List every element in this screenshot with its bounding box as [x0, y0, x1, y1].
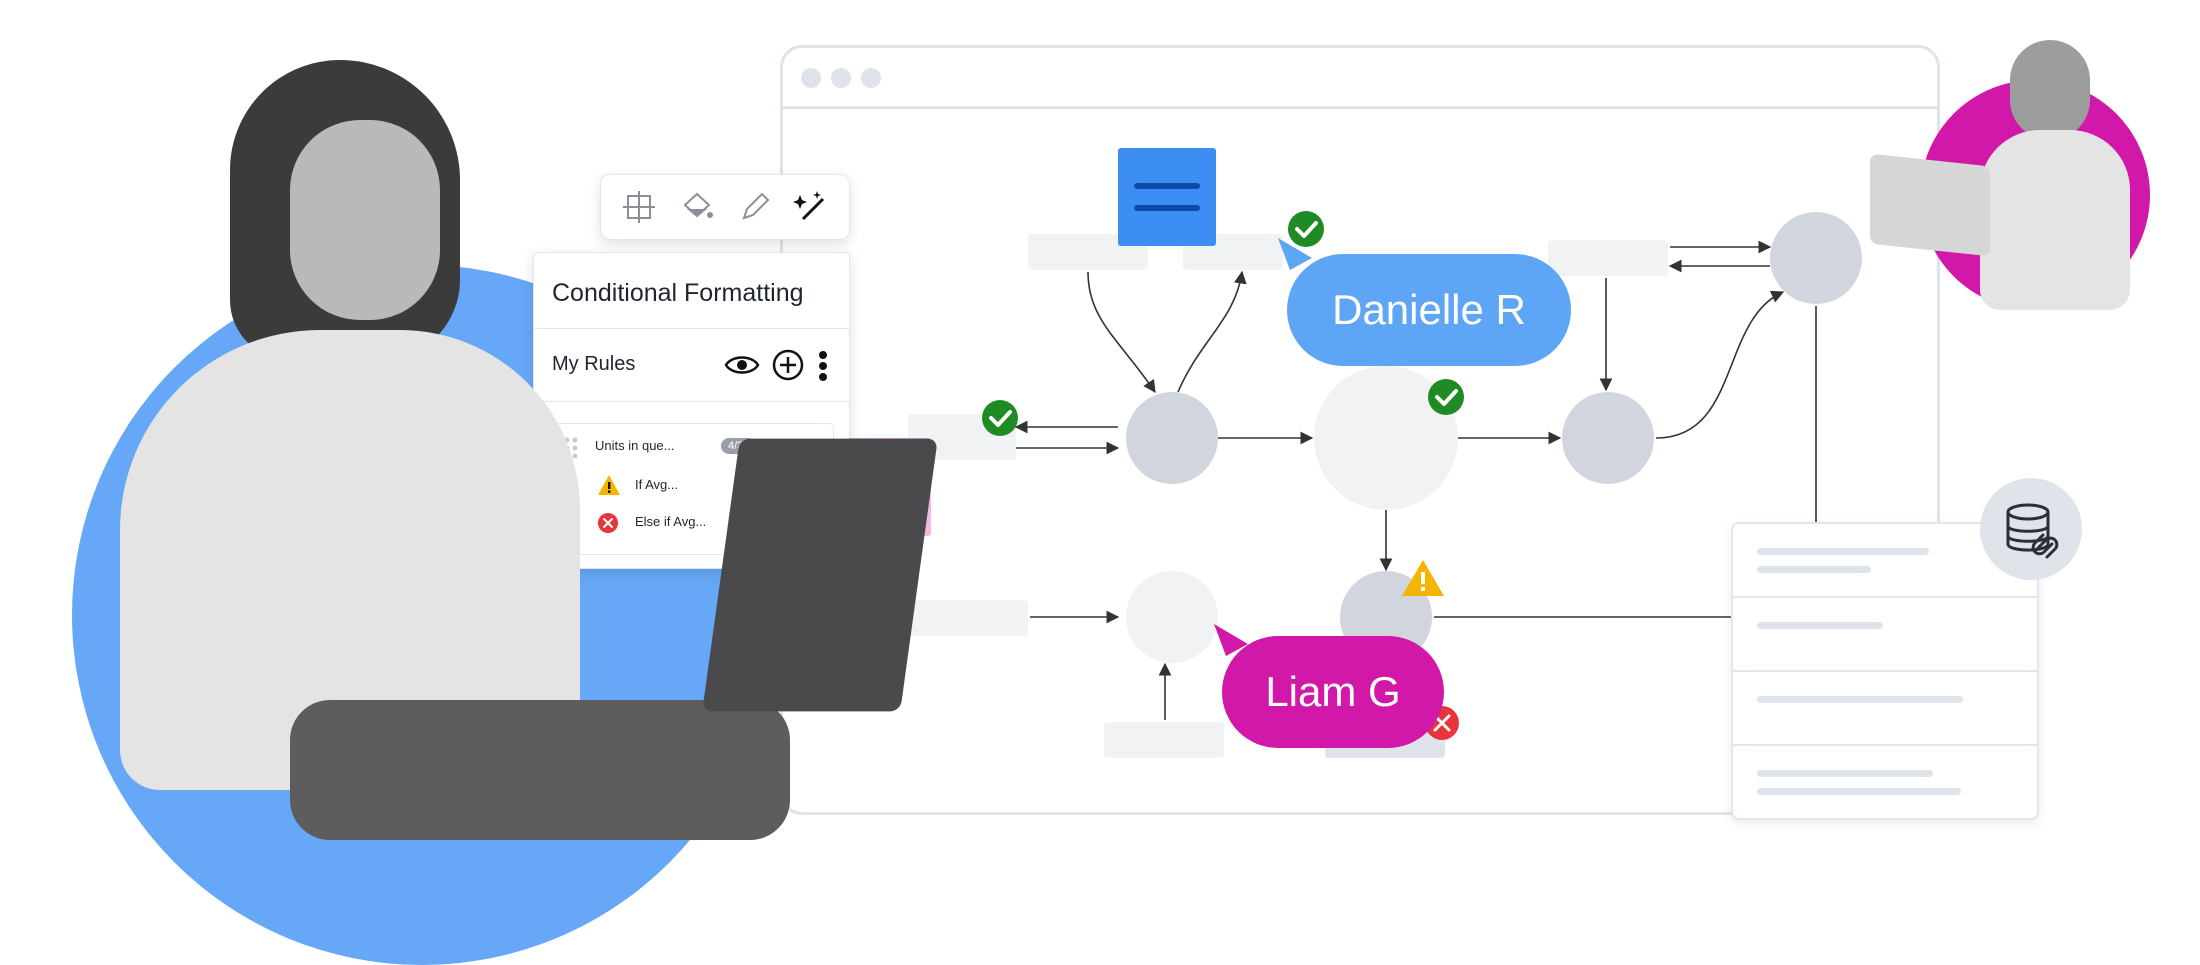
check-icon — [1428, 379, 1464, 415]
collaborator-name: Liam G — [1265, 668, 1401, 715]
formatting-toolbar — [600, 174, 850, 240]
diagram-node[interactable] — [1770, 212, 1862, 304]
divider — [534, 401, 849, 402]
eye-icon[interactable] — [724, 347, 760, 383]
placeholder-line — [1757, 622, 1883, 629]
list-item — [1733, 524, 2037, 598]
pencil-icon[interactable] — [735, 187, 775, 227]
my-rules-label: My Rules — [552, 353, 636, 375]
warning-icon — [1402, 560, 1444, 596]
panel-title: Conditional Formatting — [552, 279, 804, 307]
check-icon — [982, 400, 1018, 436]
placeholder-line — [1757, 548, 1929, 555]
sticky-note[interactable] — [1118, 148, 1216, 246]
add-rule-icon[interactable] — [771, 348, 805, 382]
database-link-button[interactable] — [1980, 478, 2082, 580]
window-dot — [831, 68, 851, 88]
placeholder-line — [1757, 696, 1963, 703]
collaborator-pill-danielle: Danielle R — [1287, 254, 1571, 366]
laptop-icon — [702, 438, 938, 712]
condition-label: Else if Avg... — [635, 514, 707, 529]
fill-bucket-icon[interactable] — [677, 187, 717, 227]
more-options-icon[interactable] — [817, 349, 829, 383]
list-item — [1733, 672, 2037, 746]
list-item — [1733, 598, 2037, 672]
woman-photo — [110, 50, 810, 840]
cursor-icon — [1278, 238, 1312, 270]
cursor-icon — [1214, 624, 1248, 656]
diagram-node[interactable] — [1126, 392, 1218, 484]
magic-wand-icon[interactable] — [791, 187, 831, 227]
diagram-node[interactable] — [1314, 366, 1458, 510]
rule-name: Units in que... — [595, 438, 675, 453]
sticky-note-line — [1134, 183, 1200, 189]
placeholder-line — [1757, 770, 1933, 777]
diagram-node[interactable] — [1562, 392, 1654, 484]
database-link-icon — [2006, 503, 2059, 559]
window-dot — [861, 68, 881, 88]
collaborator-pill-liam: Liam G — [1222, 636, 1444, 748]
window-titlebar — [783, 48, 1937, 109]
placeholder-label — [1104, 722, 1224, 758]
diagram-node[interactable] — [1126, 571, 1218, 663]
frame-icon[interactable] — [619, 187, 659, 227]
placeholder-line — [1757, 566, 1871, 573]
placeholder-label — [1548, 240, 1668, 276]
collaborator-name: Danielle R — [1332, 286, 1526, 333]
placeholder-line — [1757, 788, 1961, 795]
divider — [534, 328, 849, 329]
man-photo — [1870, 40, 2150, 320]
sticky-note-line — [1134, 205, 1200, 211]
condition-label: If Avg... — [635, 477, 679, 492]
window-dot — [801, 68, 821, 88]
data-list-card — [1731, 522, 2039, 820]
error-icon — [597, 512, 619, 534]
check-icon — [1288, 211, 1324, 247]
list-item — [1733, 746, 2037, 818]
placeholder-label — [908, 600, 1028, 636]
warning-icon — [597, 474, 621, 496]
